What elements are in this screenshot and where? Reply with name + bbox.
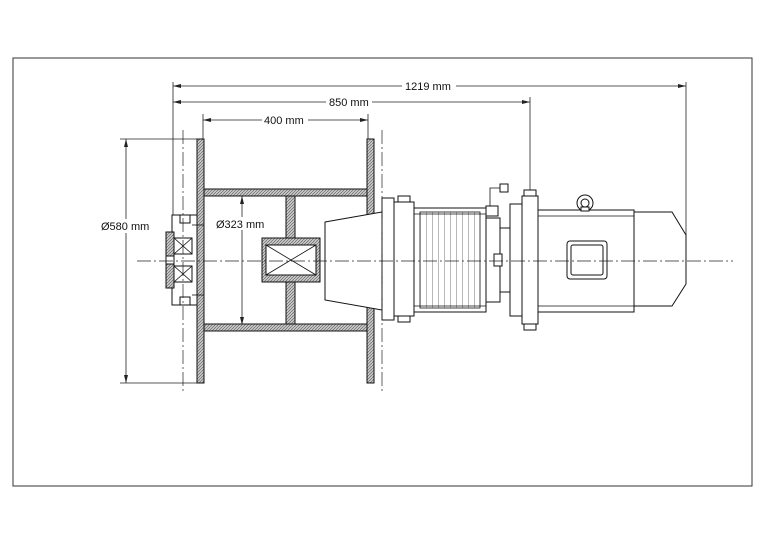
dimension-flange-diameter: Ø580 mm [100, 138, 198, 384]
dimension-drive-length: 850 mm [173, 95, 531, 200]
drum-width-label: 400 mm [264, 115, 304, 127]
drive-length-label: 850 mm [329, 97, 369, 109]
overall-length-label: 1219 mm [405, 81, 451, 93]
gear-reducer [324, 183, 511, 323]
dimension-drum-width: 400 mm [202, 113, 369, 140]
drum-diameter-label: Ø323 mm [216, 219, 264, 231]
drum-shell-bottom [203, 323, 368, 332]
drum-inner-web-top [285, 195, 296, 239]
left-bearing [165, 214, 204, 306]
drum-shell-top [203, 188, 368, 197]
dimension-drum-diameter: Ø323 mm [214, 196, 270, 325]
flange-diameter-label: Ø580 mm [101, 221, 149, 233]
drum-inner-web-bottom [285, 281, 296, 325]
drawing-frame [12, 57, 753, 487]
fan-cowl [633, 211, 687, 307]
electric-motor [509, 189, 687, 331]
dimension-overall-length: 1219 mm [172, 79, 687, 235]
